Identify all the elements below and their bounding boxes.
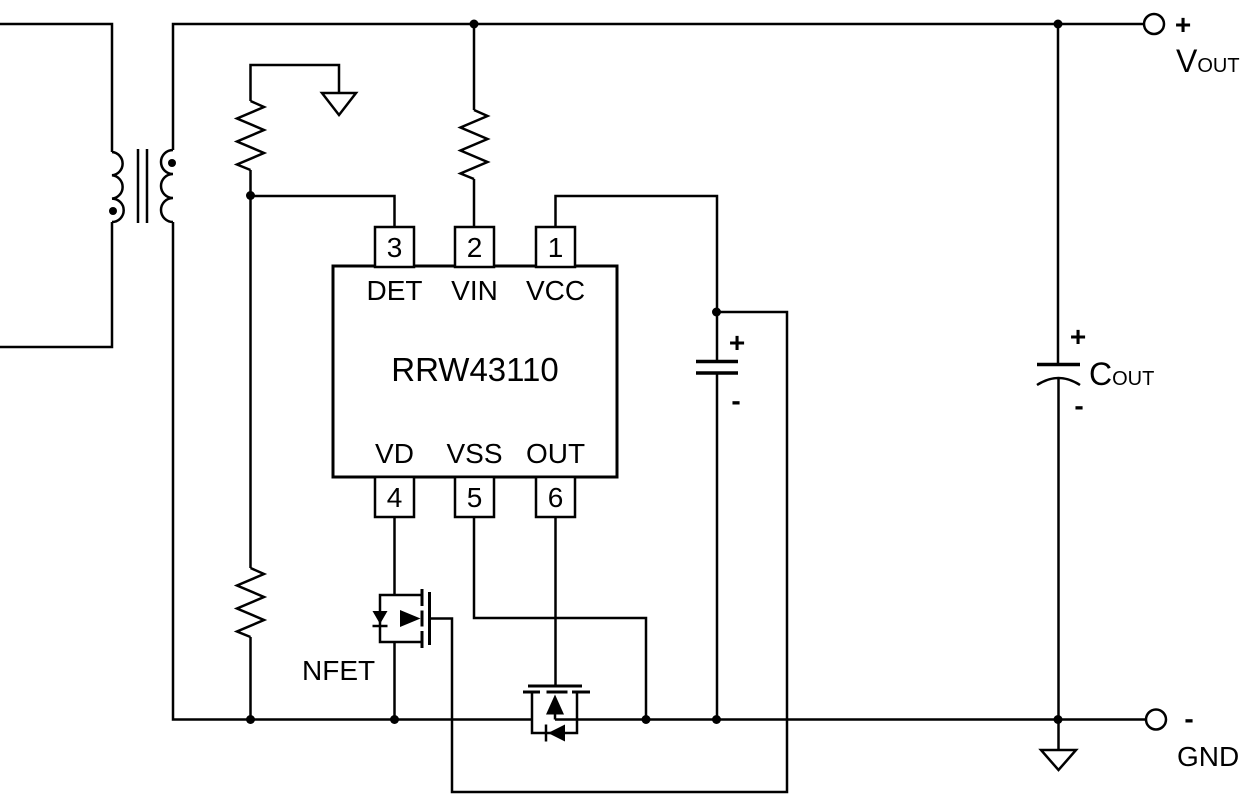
wire-gate-loop — [429, 310, 789, 794]
transformer-primary-phase-dot — [109, 207, 117, 215]
junction-dot — [1053, 715, 1063, 724]
wire-top-rail — [171, 22, 1144, 150]
ic-pin-name-out: OUT — [526, 438, 585, 469]
transformer — [109, 148, 176, 224]
terminal-circle — [1144, 708, 1168, 731]
cout-label-sub: OUT — [1112, 368, 1154, 390]
gnd-terminal: - GND — [1144, 703, 1239, 772]
resistor-detect-lower — [233, 566, 268, 639]
ground-symbol-bottom — [1038, 748, 1079, 772]
output-capacitor: + - COUT — [1036, 321, 1154, 421]
capacitor-plate-bottom-curved — [1036, 376, 1081, 387]
junction-dot — [712, 307, 721, 317]
resistor-zigzag — [457, 108, 491, 181]
ic-pin-number-6: 6 — [548, 482, 564, 513]
wire-primary-bottom — [0, 222, 114, 349]
wire-bottom-rail-left — [171, 222, 532, 721]
ic-pin-name-vcc: VCC — [526, 275, 585, 306]
resistor-detect-upper — [233, 99, 268, 172]
vout-label-sub: OUT — [1197, 55, 1239, 77]
ic-pin-box-4 — [373, 475, 416, 519]
junction-dot — [469, 19, 479, 29]
junction-dot — [246, 191, 255, 200]
wires — [0, 22, 1146, 794]
wire-r1-to-ground — [249, 63, 341, 101]
nfet-transistor: NFET — [302, 517, 431, 720]
nfet-source-arrow — [400, 610, 421, 627]
ic-pin-number-3: 3 — [387, 232, 403, 263]
ic-pin-number-5: 5 — [467, 482, 483, 513]
ground-symbol-top — [319, 91, 359, 118]
ic-pin-name-vin: VIN — [451, 275, 498, 306]
mosfet-body-diode — [548, 724, 565, 742]
cout-label-main: C — [1089, 356, 1112, 392]
wire-vcc — [554, 194, 719, 312]
gnd-label: GND — [1177, 741, 1239, 772]
junction-dots — [246, 19, 1063, 724]
resistor-vin — [457, 108, 491, 181]
capacitor-plus-sign: + — [1070, 321, 1086, 352]
mosfet-source-arrow — [546, 694, 564, 715]
wire-vss — [472, 517, 648, 720]
nfet-body-diode — [372, 611, 388, 624]
ic-pin-name-vss: VSS — [446, 438, 502, 469]
ic-rrw43110: 3 2 1 4 5 6 DET VIN VCC VD VSS OUT RRW43… — [331, 225, 619, 519]
resistor-zigzag — [233, 99, 268, 172]
transformer-secondary-phase-dot — [168, 159, 176, 167]
vout-plus-sign: + — [1175, 9, 1191, 40]
ic-pin-name-vd: VD — [375, 438, 414, 469]
gnd-minus-sign: - — [1184, 703, 1193, 734]
wire-primary-top — [0, 22, 114, 152]
transformer-secondary-winding — [159, 148, 174, 224]
resistor-zigzag — [233, 566, 268, 639]
terminal-circle — [1142, 12, 1166, 36]
transformer-core — [136, 149, 149, 223]
ic-pin-box-6 — [534, 475, 577, 519]
vcc-bypass-capacitor: + - — [696, 327, 745, 416]
capacitor-minus-sign: - — [731, 385, 740, 416]
junction-dot — [1053, 19, 1063, 29]
junction-dot — [246, 715, 255, 724]
ic-pin-name-det: DET — [367, 275, 423, 306]
capacitor-plus-sign: + — [729, 327, 745, 358]
ic-pin-box-3 — [373, 225, 416, 269]
wire-det-tap — [250, 194, 396, 227]
ic-part-number: RRW43110 — [391, 351, 559, 388]
vout-label-main: V — [1176, 43, 1198, 79]
vout-label: VOUT — [1176, 43, 1240, 79]
ic-pin-number-2: 2 — [467, 232, 483, 263]
vout-terminal: + VOUT — [1142, 9, 1240, 79]
ic-pin-number-1: 1 — [548, 232, 564, 263]
junction-dot — [641, 715, 651, 724]
ic-pin-box-5 — [453, 475, 496, 519]
ic-pin-box-2 — [453, 225, 496, 269]
nfet-label: NFET — [302, 655, 375, 686]
junction-dot — [712, 715, 721, 724]
transformer-primary-winding — [111, 150, 125, 224]
ic-pin-number-4: 4 — [387, 482, 403, 513]
capacitor-minus-sign: - — [1074, 390, 1083, 421]
output-capacitor-label: COUT — [1089, 356, 1154, 392]
ic-pin-box-1 — [534, 225, 577, 269]
junction-dot — [390, 715, 399, 724]
lowside-mosfet — [523, 684, 590, 742]
